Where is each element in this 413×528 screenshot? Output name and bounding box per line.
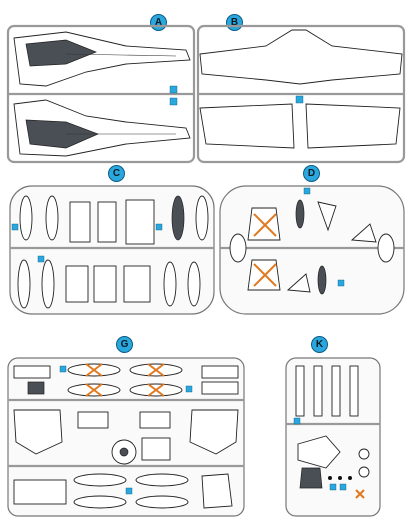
sprue-k [284, 356, 382, 518]
sprue-badge-k: K [311, 336, 328, 353]
sprue-a [6, 24, 196, 164]
sprue-c [8, 184, 216, 316]
sprue-g [6, 356, 246, 518]
sprue-badge-d: D [303, 165, 320, 182]
sprue-badge-c: C [108, 165, 125, 182]
sprue-badge-g: G [116, 336, 133, 353]
sprue-b [196, 24, 406, 164]
sprue-d [218, 184, 406, 316]
